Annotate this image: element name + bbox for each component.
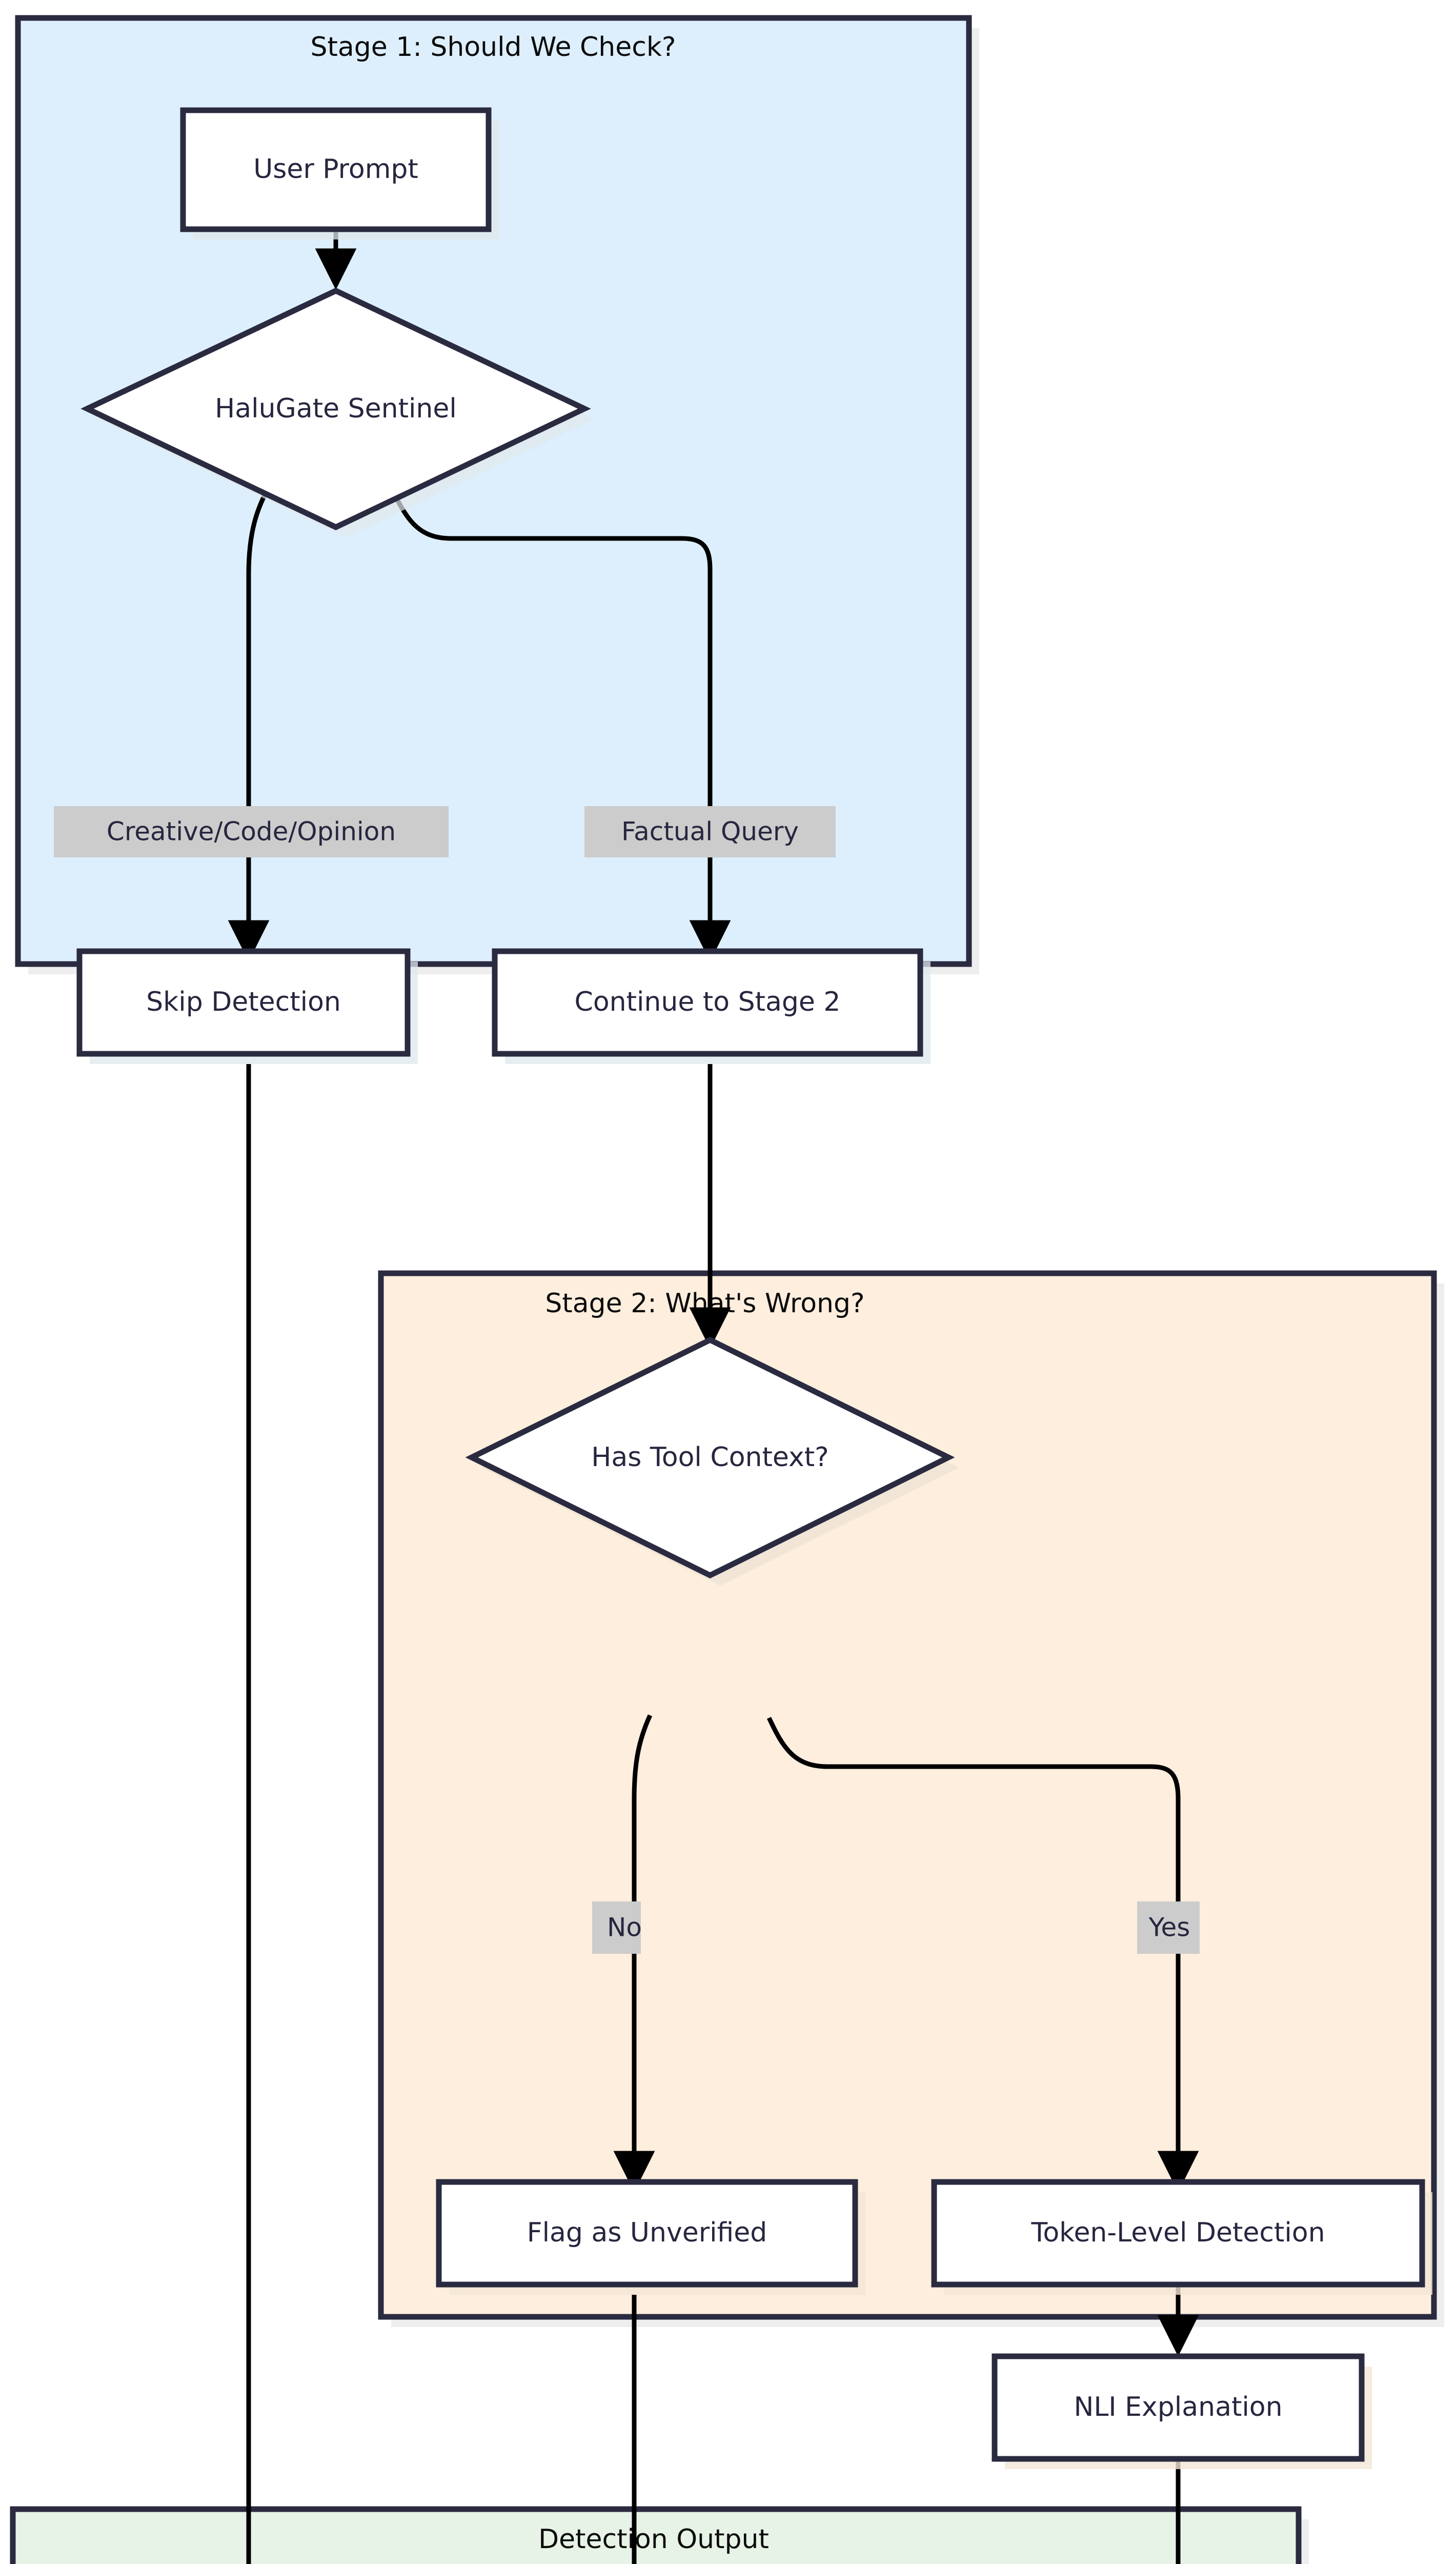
cluster-stage1-label: Stage 1: Should We Check? (310, 32, 676, 63)
edge-label-yes-text: Yes (1148, 1913, 1190, 1942)
edge-label-factual-query-text: Factual Query (621, 817, 799, 847)
node-has-tool-context[interactable]: Has Tool Context? (465, 1336, 959, 1586)
edge-tool-context-to-flag (613, 1714, 655, 2193)
edge-label-creative-code-opinion-text: Creative/Code/Opinion (107, 817, 396, 847)
edge-skip-to-pass (246, 1064, 251, 2564)
cluster-stage2-label: Stage 2: What's Wrong? (545, 1288, 864, 1319)
node-has-tool-context-label: Has Tool Context? (591, 1442, 828, 1473)
edge-label-factual-query: Factual Query (584, 806, 836, 857)
cluster-output-label: Detection Output (538, 2524, 769, 2555)
edge-label-no-text: No (607, 1913, 642, 1942)
node-nli-explanation[interactable]: NLI Explanation (992, 2353, 1372, 2469)
node-skip-detection[interactable]: Skip Detection (76, 948, 418, 1064)
node-token-level-detection[interactable]: Token-Level Detection (931, 2179, 1432, 2295)
edge-tool-context-to-token (766, 1717, 1199, 2193)
node-flag-as-unverified[interactable]: Flag as Unverified (436, 2179, 865, 2295)
node-continue-to-stage-2-label: Continue to Stage 2 (575, 987, 841, 1017)
edge-label-creative-code-opinion: Creative/Code/Opinion (54, 806, 449, 857)
node-token-level-detection-label: Token-Level Detection (1030, 2217, 1325, 2248)
node-continue-to-stage-2[interactable]: Continue to Stage 2 (492, 948, 931, 1064)
cluster-output (10, 2506, 1302, 2564)
node-nli-explanation-label: NLI Explanation (1074, 2392, 1282, 2422)
node-user-prompt-label: User Prompt (253, 154, 418, 185)
edge-label-yes: Yes (1137, 1901, 1200, 1954)
node-flag-as-unverified-label: Flag as Unverified (527, 2217, 767, 2248)
node-skip-detection-label: Skip Detection (146, 987, 341, 1017)
node-halugate-sentinel-label: HaluGate Sentinel (215, 393, 457, 424)
edge-label-no: No (592, 1901, 642, 1954)
node-halugate-sentinel[interactable]: HaluGate Sentinel (80, 287, 595, 537)
node-user-prompt[interactable]: User Prompt (180, 107, 499, 239)
